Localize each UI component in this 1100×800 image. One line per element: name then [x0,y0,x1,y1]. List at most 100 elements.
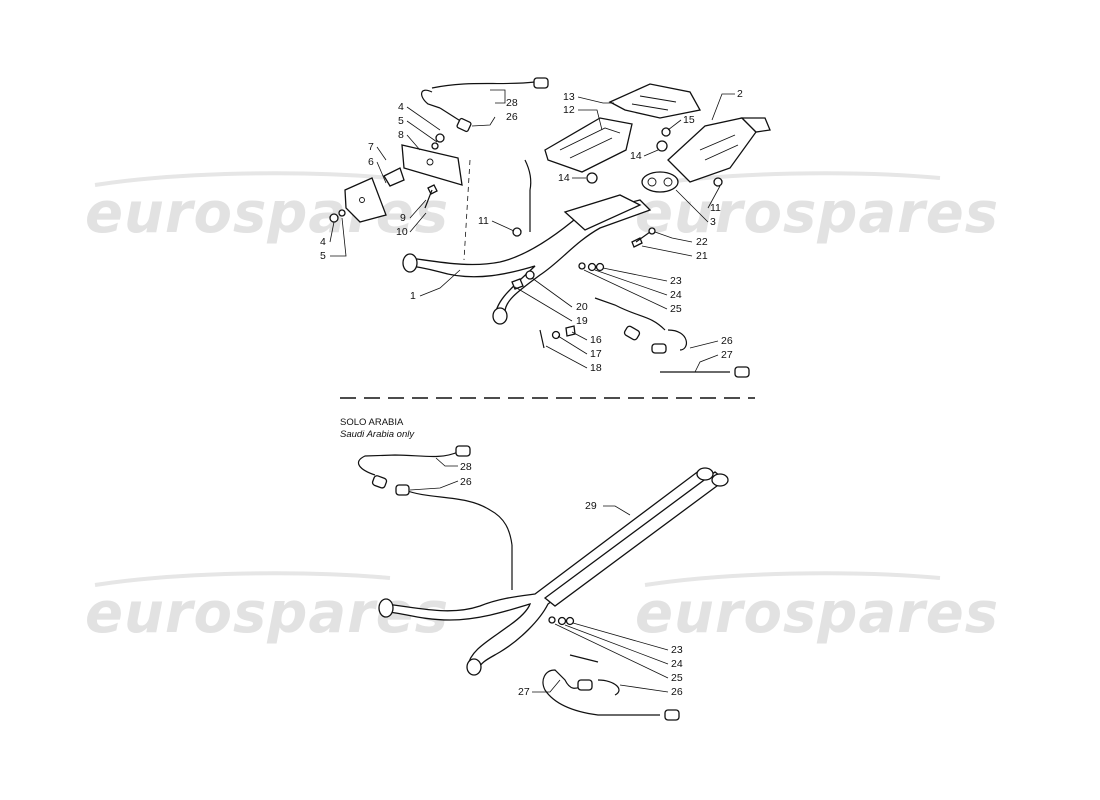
leader-line [409,199,427,219]
washer [431,142,439,150]
bottom-assembly: 28 26 29 23 24 25 26 27 [357,445,729,721]
converter-outlet [740,117,771,133]
callout-18: 18 [590,362,602,374]
leader-line [654,231,693,243]
callout-25: 25 [671,672,683,684]
watermark-swoosh [94,571,391,587]
sensor-connector [455,445,471,457]
sensor-connector [577,679,593,691]
variant-note-subtitle: Saudi Arabia only [340,429,415,440]
leader-line [619,684,669,693]
watermark-group: eurospares eurospares eurospares eurospa… [85,171,999,646]
callout-23: 23 [671,644,683,656]
heat-shield-13 [608,83,702,119]
leader-line [594,269,668,296]
callout-6: 6 [368,156,374,168]
sensor-wire [569,654,599,663]
callout-4: 4 [320,236,326,248]
bracket-hole [359,197,365,203]
sensor-wire [357,451,459,476]
sensor-connector [734,366,750,378]
leader-line [435,457,458,467]
leader-lines-top [329,89,735,373]
leader-line [554,623,669,679]
washer [338,209,346,217]
callout-10: 10 [396,226,408,238]
nut [329,213,339,223]
gasket-hole [663,177,673,187]
callout-24: 24 [670,289,682,301]
sensor-connector [623,325,641,341]
nut-11 [512,227,522,237]
outlet-flange [711,473,729,487]
bracket-plate [401,144,463,186]
leader-line [330,217,347,257]
sensor-wire [431,81,536,89]
leader-line [694,354,719,373]
callout-26: 26 [721,335,733,347]
leader-line [557,335,588,355]
leader-line [419,269,461,297]
leader-lines-bottom [409,457,669,693]
leader-line [641,245,693,257]
leader-line [406,134,421,151]
watermark-text: eurospares [635,581,999,646]
watermark-swoosh [644,571,941,587]
leader-line [689,340,719,349]
callout-8: 8 [398,129,404,141]
stud-18 [539,329,545,349]
leader-line [711,93,735,121]
stud-25 [578,262,586,270]
callout-11: 11 [478,215,489,227]
heat-shield-rib [559,127,621,159]
watermark-text: eurospares [85,581,449,646]
callout-23: 23 [670,275,682,287]
y-pipe-1 [409,199,652,320]
sensor-connector [664,709,680,721]
washer-23 [557,616,567,626]
leader-line [409,212,427,233]
heat-shield-12 [544,117,633,173]
callout-11: 11 [710,202,721,214]
callout-27: 27 [721,349,733,361]
callout-14: 14 [630,150,642,162]
bracket-6 [344,177,387,223]
callout-13: 13 [563,91,575,103]
sensor-wire [421,89,441,109]
callout-26: 26 [671,686,683,698]
leader-line [571,331,588,341]
variant-note-title: SOLO ARABIA [340,417,404,428]
leader-line [491,220,515,232]
sensor-wire [542,669,660,716]
leader-line [675,189,709,223]
callout-24: 24 [671,658,683,670]
sensor-connector [651,343,667,354]
nut-24 [565,616,575,626]
sensor-plug [456,117,472,133]
washer-20 [525,270,535,280]
outlet-flange [696,467,714,481]
nut-11 [713,177,723,187]
callout-17: 17 [590,348,602,360]
sensor-wire [524,159,532,191]
callout-26: 26 [460,476,472,488]
leader-line [406,120,438,143]
sensor-wire [404,489,513,546]
callouts-bottom: 28 26 29 23 24 25 26 27 [460,461,683,698]
callout-15: 15 [683,114,695,126]
sensor-wire [667,329,687,351]
callout-14: 14 [558,172,570,184]
watermark-text: eurospares [85,181,449,246]
callout-21: 21 [696,250,708,262]
leader-line [406,106,441,131]
leader-line [578,109,603,131]
top-assembly: 4 5 8 7 6 9 10 4 5 1 11 28 26 13 12 2 15… [320,77,771,378]
callout-28: 28 [506,97,518,109]
bolt-22 [631,237,643,248]
bolt-19 [511,278,524,290]
flange-lower [492,307,508,325]
nut-14 [586,172,598,184]
guide-line [463,159,471,261]
